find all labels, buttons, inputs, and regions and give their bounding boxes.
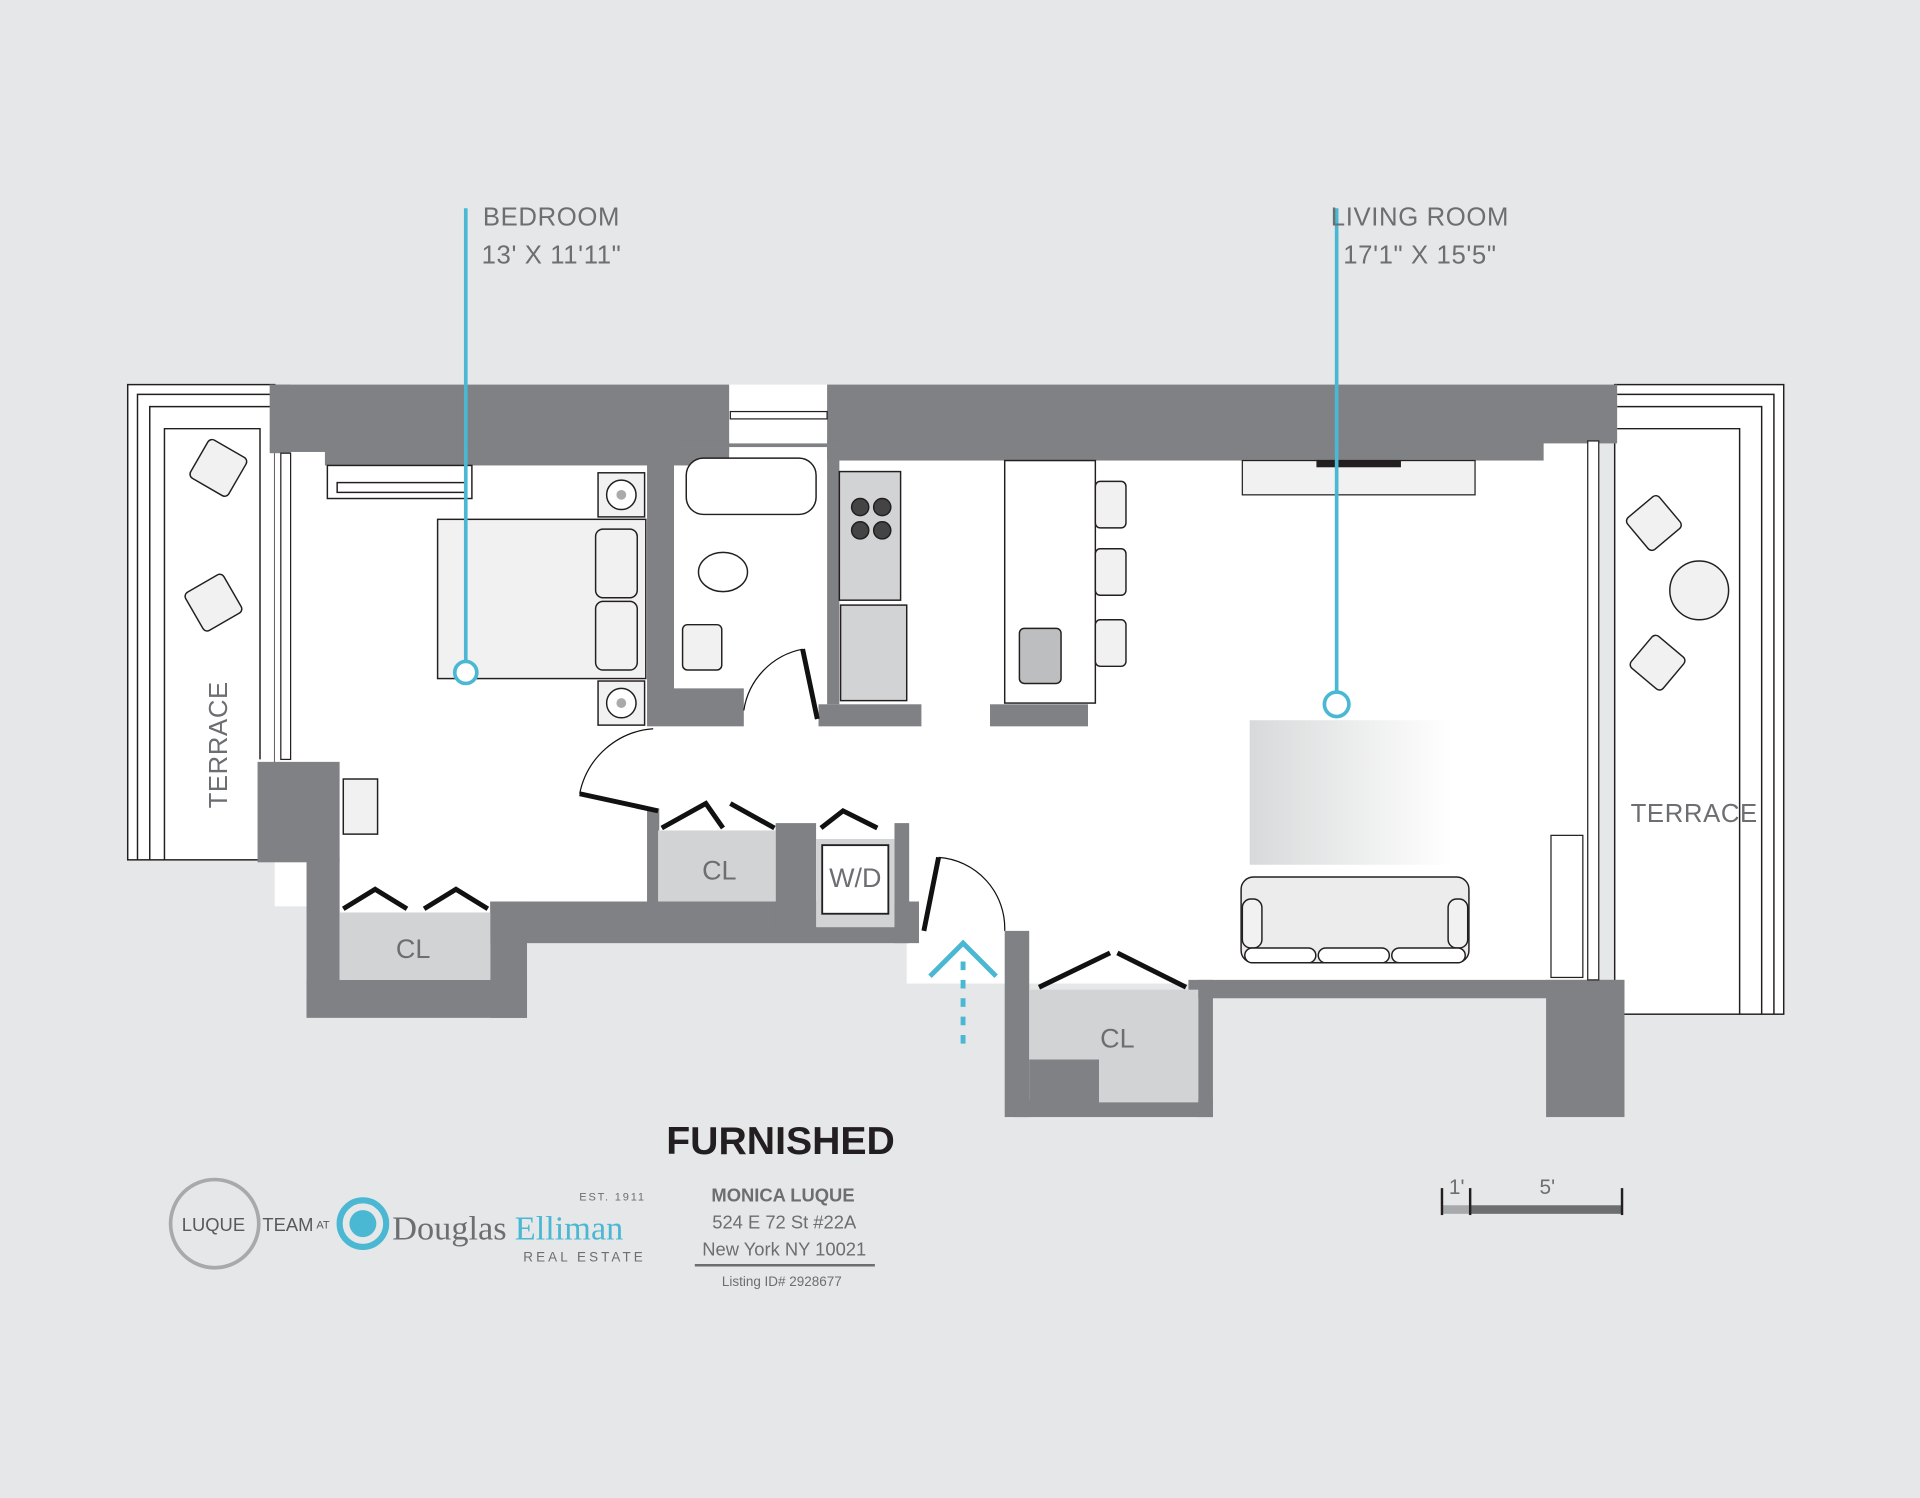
living-room-dims: 17'1" X 15'5" — [1343, 241, 1496, 269]
bath-sink — [681, 623, 723, 671]
closet-doors — [342, 800, 1188, 990]
fridge — [839, 604, 908, 702]
kitchen-sink — [1018, 627, 1062, 685]
terrace-right-label: TERRACE — [1631, 800, 1758, 828]
doors — [579, 648, 1006, 932]
closet-2 — [658, 830, 776, 902]
closet-label: CL — [396, 934, 430, 964]
brand-sub: REAL ESTATE — [523, 1250, 646, 1265]
closet-label: CL — [702, 855, 736, 885]
luque-team-at: AT — [316, 1220, 330, 1232]
windows — [280, 410, 1600, 981]
agent-info: MONICA LUQUE 524 E 72 St #22A New York N… — [694, 1185, 875, 1289]
toilet — [697, 551, 749, 593]
luque-team-word: TEAM — [262, 1214, 313, 1235]
living-furniture — [1240, 720, 1470, 964]
scale-bar: 1' 5' — [1440, 1176, 1624, 1216]
listing-id: Listing ID# 2928677 — [722, 1274, 842, 1289]
brand-second: Elliman — [515, 1210, 624, 1248]
luque-team-logo: LUQUE TEAM AT — [168, 1177, 330, 1270]
brand-est: EST. 1911 — [579, 1191, 646, 1203]
bathtub — [685, 457, 817, 516]
douglas-elliman-logo: Douglas Elliman EST. 1911 REAL ESTATE — [336, 1191, 646, 1265]
washer-dryer-label: W/D — [829, 863, 881, 893]
scale-small-label: 1' — [1449, 1176, 1465, 1199]
closet-3 — [1029, 989, 1199, 1060]
closet-label: CL — [1100, 1023, 1134, 1053]
entry-arrow-icon — [928, 939, 998, 1048]
living-room-name: LIVING ROOM — [1331, 203, 1509, 231]
bath-kitchen — [681, 457, 1127, 704]
agent-name: MONICA LUQUE — [711, 1185, 854, 1206]
plan-title: FURNISHED — [666, 1120, 895, 1163]
bedroom-callout: BEDROOM 13' X 11'11" — [452, 203, 622, 686]
living-room-callout: LIVING ROOM 17'1" X 15'5" — [1322, 203, 1509, 719]
desk — [342, 778, 379, 835]
stove — [838, 470, 902, 601]
scale-large-label: 5' — [1540, 1176, 1556, 1199]
terrace-table — [1669, 560, 1730, 621]
brand-first: Douglas — [392, 1210, 506, 1248]
closets — [339, 830, 1199, 1103]
bedroom-dims: 13' X 11'11" — [482, 241, 622, 269]
agent-address-2: New York NY 10021 — [702, 1238, 866, 1259]
luque-team-name: LUQUE — [182, 1214, 245, 1235]
walls — [257, 384, 1625, 1118]
bedroom-name: BEDROOM — [483, 203, 620, 231]
rug — [1249, 720, 1452, 865]
bedroom-furniture — [326, 464, 647, 835]
terrace-right — [1613, 383, 1785, 1015]
terrace-furniture — [184, 438, 1730, 691]
agent-address-1: 524 E 72 St #22A — [712, 1212, 857, 1233]
closet-1 — [339, 912, 491, 980]
terrace-left-label: TERRACE — [205, 681, 233, 808]
